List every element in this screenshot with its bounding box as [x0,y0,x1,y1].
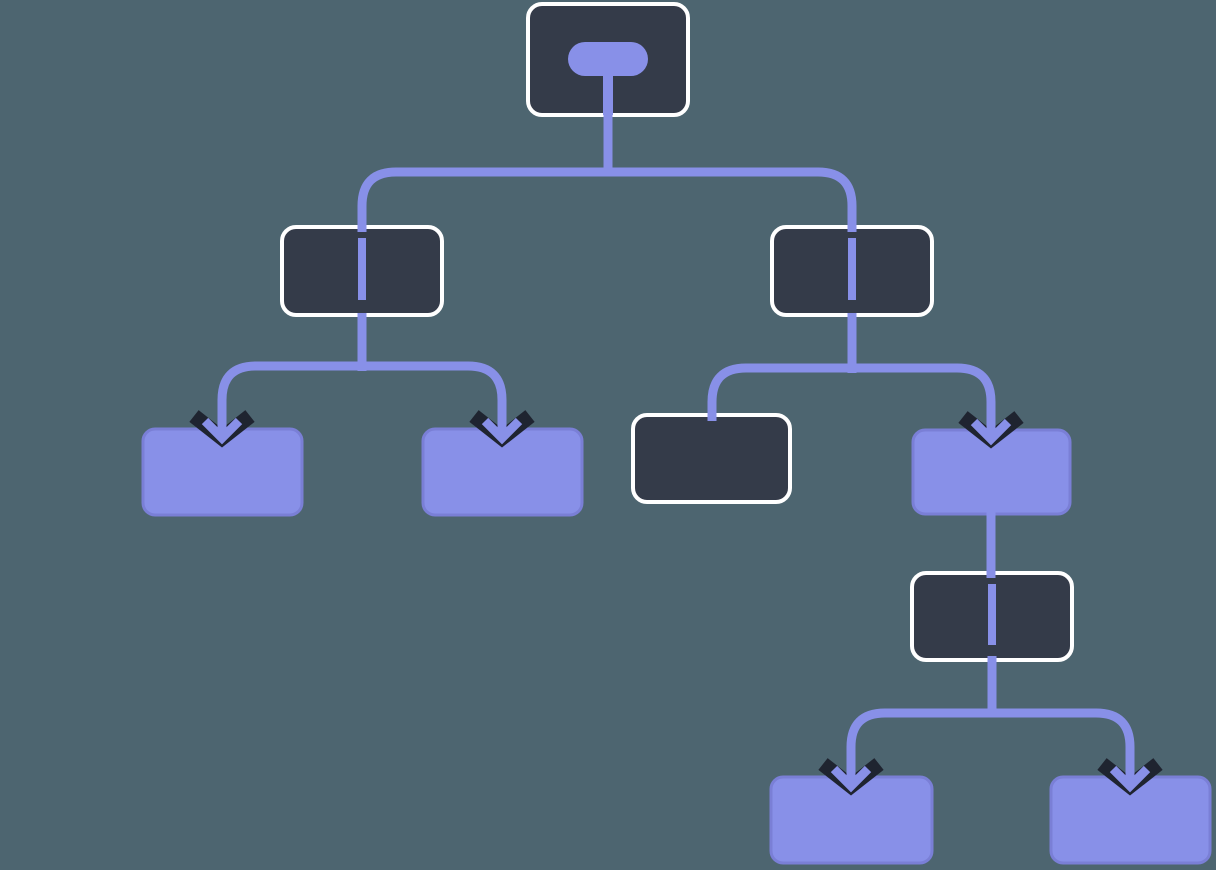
connector-split-bottom [846,708,1135,759]
arrow-leaf-1 [189,402,255,448]
pass-through-line-icon [848,238,856,300]
node-plain-dark [631,413,792,504]
dark-node-box [631,413,792,504]
arrow-down-icon [1109,765,1151,793]
node-branch-left [280,225,444,317]
arrow-leaf-3 [958,403,1024,449]
arrow-down-icon [201,417,243,445]
node-root [526,2,690,117]
root-pill-icon [568,42,648,76]
node-branch-right [770,225,934,317]
arrow-down-icon [970,418,1012,446]
connector-split-left [217,361,507,411]
connector-split-right [707,363,996,421]
pass-through-line-icon [988,584,996,645]
node-branch-right-2 [910,571,1074,662]
arrow-down-icon [830,765,872,793]
connector-split-top [357,167,857,232]
arrow-down-icon [481,417,523,445]
arrow-leaf-2 [469,402,535,448]
arrow-leaf-5 [1097,750,1163,796]
arrow-leaf-4 [818,750,884,796]
root-pill-stem [603,74,613,115]
pass-through-line-icon [358,238,366,300]
